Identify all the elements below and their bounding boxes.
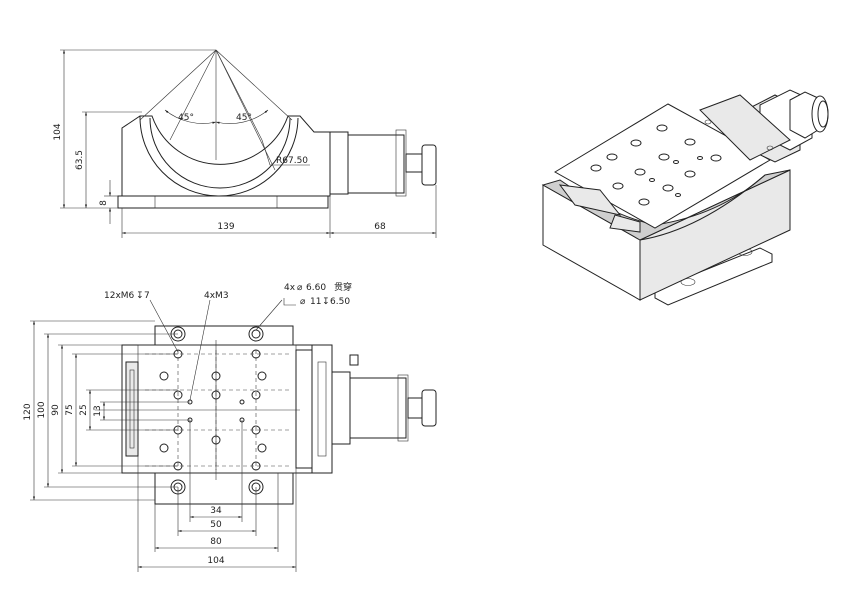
dim-104-side: 104 <box>53 123 63 140</box>
dim-8: 8 <box>99 200 109 206</box>
radius-label: R67.50 <box>276 156 308 166</box>
dim-139: 139 <box>217 222 234 232</box>
callout-cb-depth: 6.50 <box>330 297 350 307</box>
top-knob <box>421 389 437 427</box>
dim-90: 90 <box>51 404 61 416</box>
top-motor <box>349 377 407 439</box>
m6-holes <box>159 349 267 471</box>
side-view: 45° 45° R67.50 104 63.5 8 139 68 <box>53 49 437 238</box>
dim-100: 100 <box>37 401 47 418</box>
dim-63-5: 63.5 <box>75 150 85 170</box>
angle-right-label: 45° <box>236 113 252 123</box>
top-view: 12xM6 ↧ 7 4xM3 4x ⌀ 6.60 贯穿 ⌀ 11 ↧ 6.50 … <box>23 281 437 572</box>
angle-left-label: 45° <box>178 113 194 123</box>
isometric-view <box>541 89 829 306</box>
callout-m6-depth-symbol: ↧ <box>136 291 144 301</box>
side-base-plate <box>117 195 329 209</box>
dim-68: 68 <box>374 222 386 232</box>
dim-104-top: 104 <box>207 556 224 566</box>
side-motor <box>347 134 405 194</box>
callout-thru-note: 贯穿 <box>334 281 352 293</box>
callout-thru-dia-symbol: ⌀ <box>297 283 303 293</box>
iso-holes <box>590 124 722 206</box>
callout-m6-depth: 7 <box>144 291 150 301</box>
dim-25: 25 <box>79 404 89 415</box>
dim-120: 120 <box>23 403 33 420</box>
callout-cb-dia: 11 <box>310 297 321 307</box>
callout-m6: 12xM6 <box>104 291 135 301</box>
callout-cb-dia-symbol: ⌀ <box>300 297 306 307</box>
dim-80: 80 <box>210 537 222 547</box>
callout-cb-depth-symbol: ↧ <box>322 297 330 307</box>
callout-thru-dia: 6.60 <box>306 283 326 293</box>
side-knob <box>421 144 437 186</box>
dim-50: 50 <box>210 520 222 530</box>
callout-thru-qty: 4x <box>284 283 296 293</box>
dim-13: 13 <box>93 405 103 416</box>
callout-m3: 4xM3 <box>204 291 229 301</box>
dim-34: 34 <box>210 506 222 516</box>
dim-75: 75 <box>65 404 75 415</box>
